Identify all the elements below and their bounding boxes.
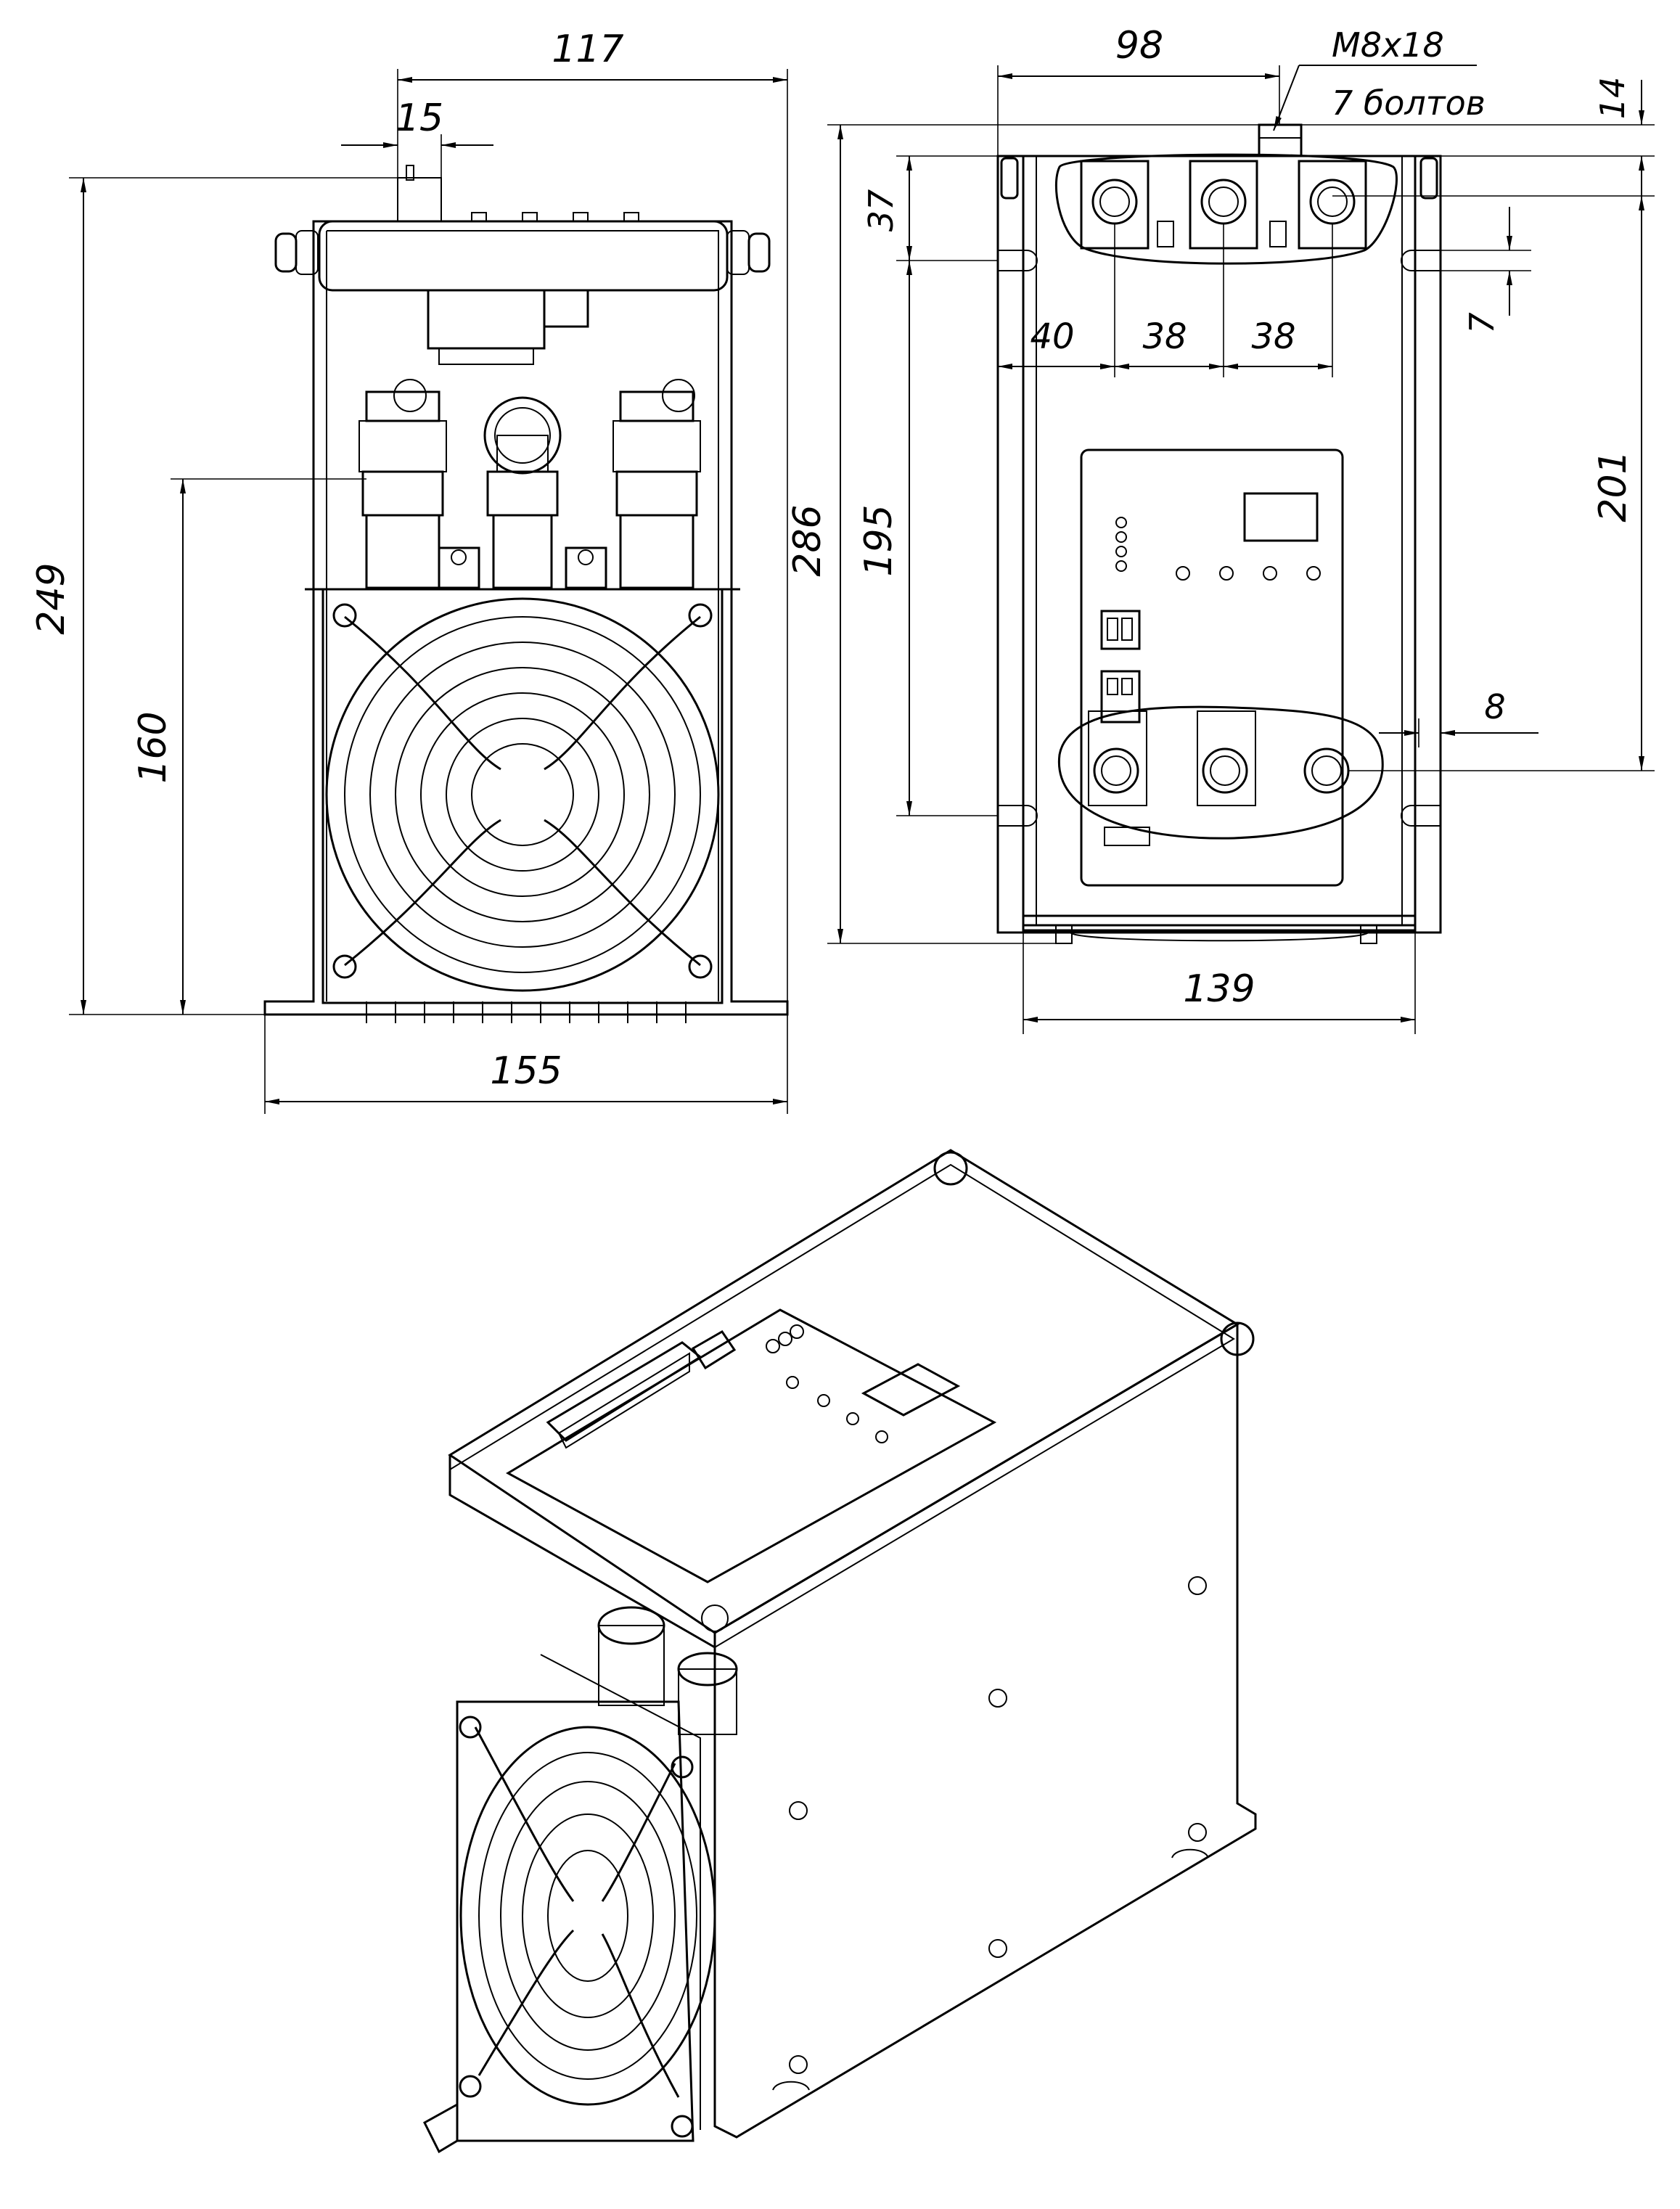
dim-8: 8: [1484, 687, 1505, 726]
bottom-terminals: [1057, 705, 1384, 846]
dim-201: 201: [1591, 450, 1635, 522]
front-terminal-left: [358, 379, 447, 589]
top-view: [996, 123, 1442, 944]
dim-7: 7: [1462, 312, 1501, 333]
bolt-count: 7 болтов: [1332, 83, 1486, 123]
front-view: [263, 165, 789, 1023]
dim-38-b: 38: [1251, 316, 1295, 357]
front-fan: [305, 588, 740, 1004]
dim-195: 195: [857, 504, 901, 576]
dim-155: 155: [490, 1049, 562, 1093]
dim-37: 37: [861, 189, 901, 232]
dim-139: 139: [1183, 967, 1255, 1011]
front-dimensions: 117 15 249 160 155: [30, 28, 788, 1114]
top-dimensions: 98 M8x18 7 болтов 14 286 37 195 7: [786, 24, 1655, 1034]
dim-14: 14: [1593, 77, 1632, 120]
dim-15: 15: [396, 97, 443, 140]
control-panel: [1080, 448, 1344, 887]
dim-117: 117: [552, 28, 623, 71]
front-terminal-middle: [483, 396, 562, 589]
dim-286: 286: [786, 504, 829, 576]
dim-98: 98: [1115, 24, 1163, 67]
isometric-view: [423, 1149, 1257, 2154]
front-terminal-right: [612, 379, 701, 589]
dim-38-a: 38: [1142, 316, 1187, 357]
dim-160: 160: [131, 711, 175, 783]
dim-249: 249: [30, 562, 73, 634]
dim-40: 40: [1030, 316, 1074, 357]
top-terminals: [1054, 153, 1398, 265]
bolt-spec: M8x18: [1332, 25, 1444, 65]
